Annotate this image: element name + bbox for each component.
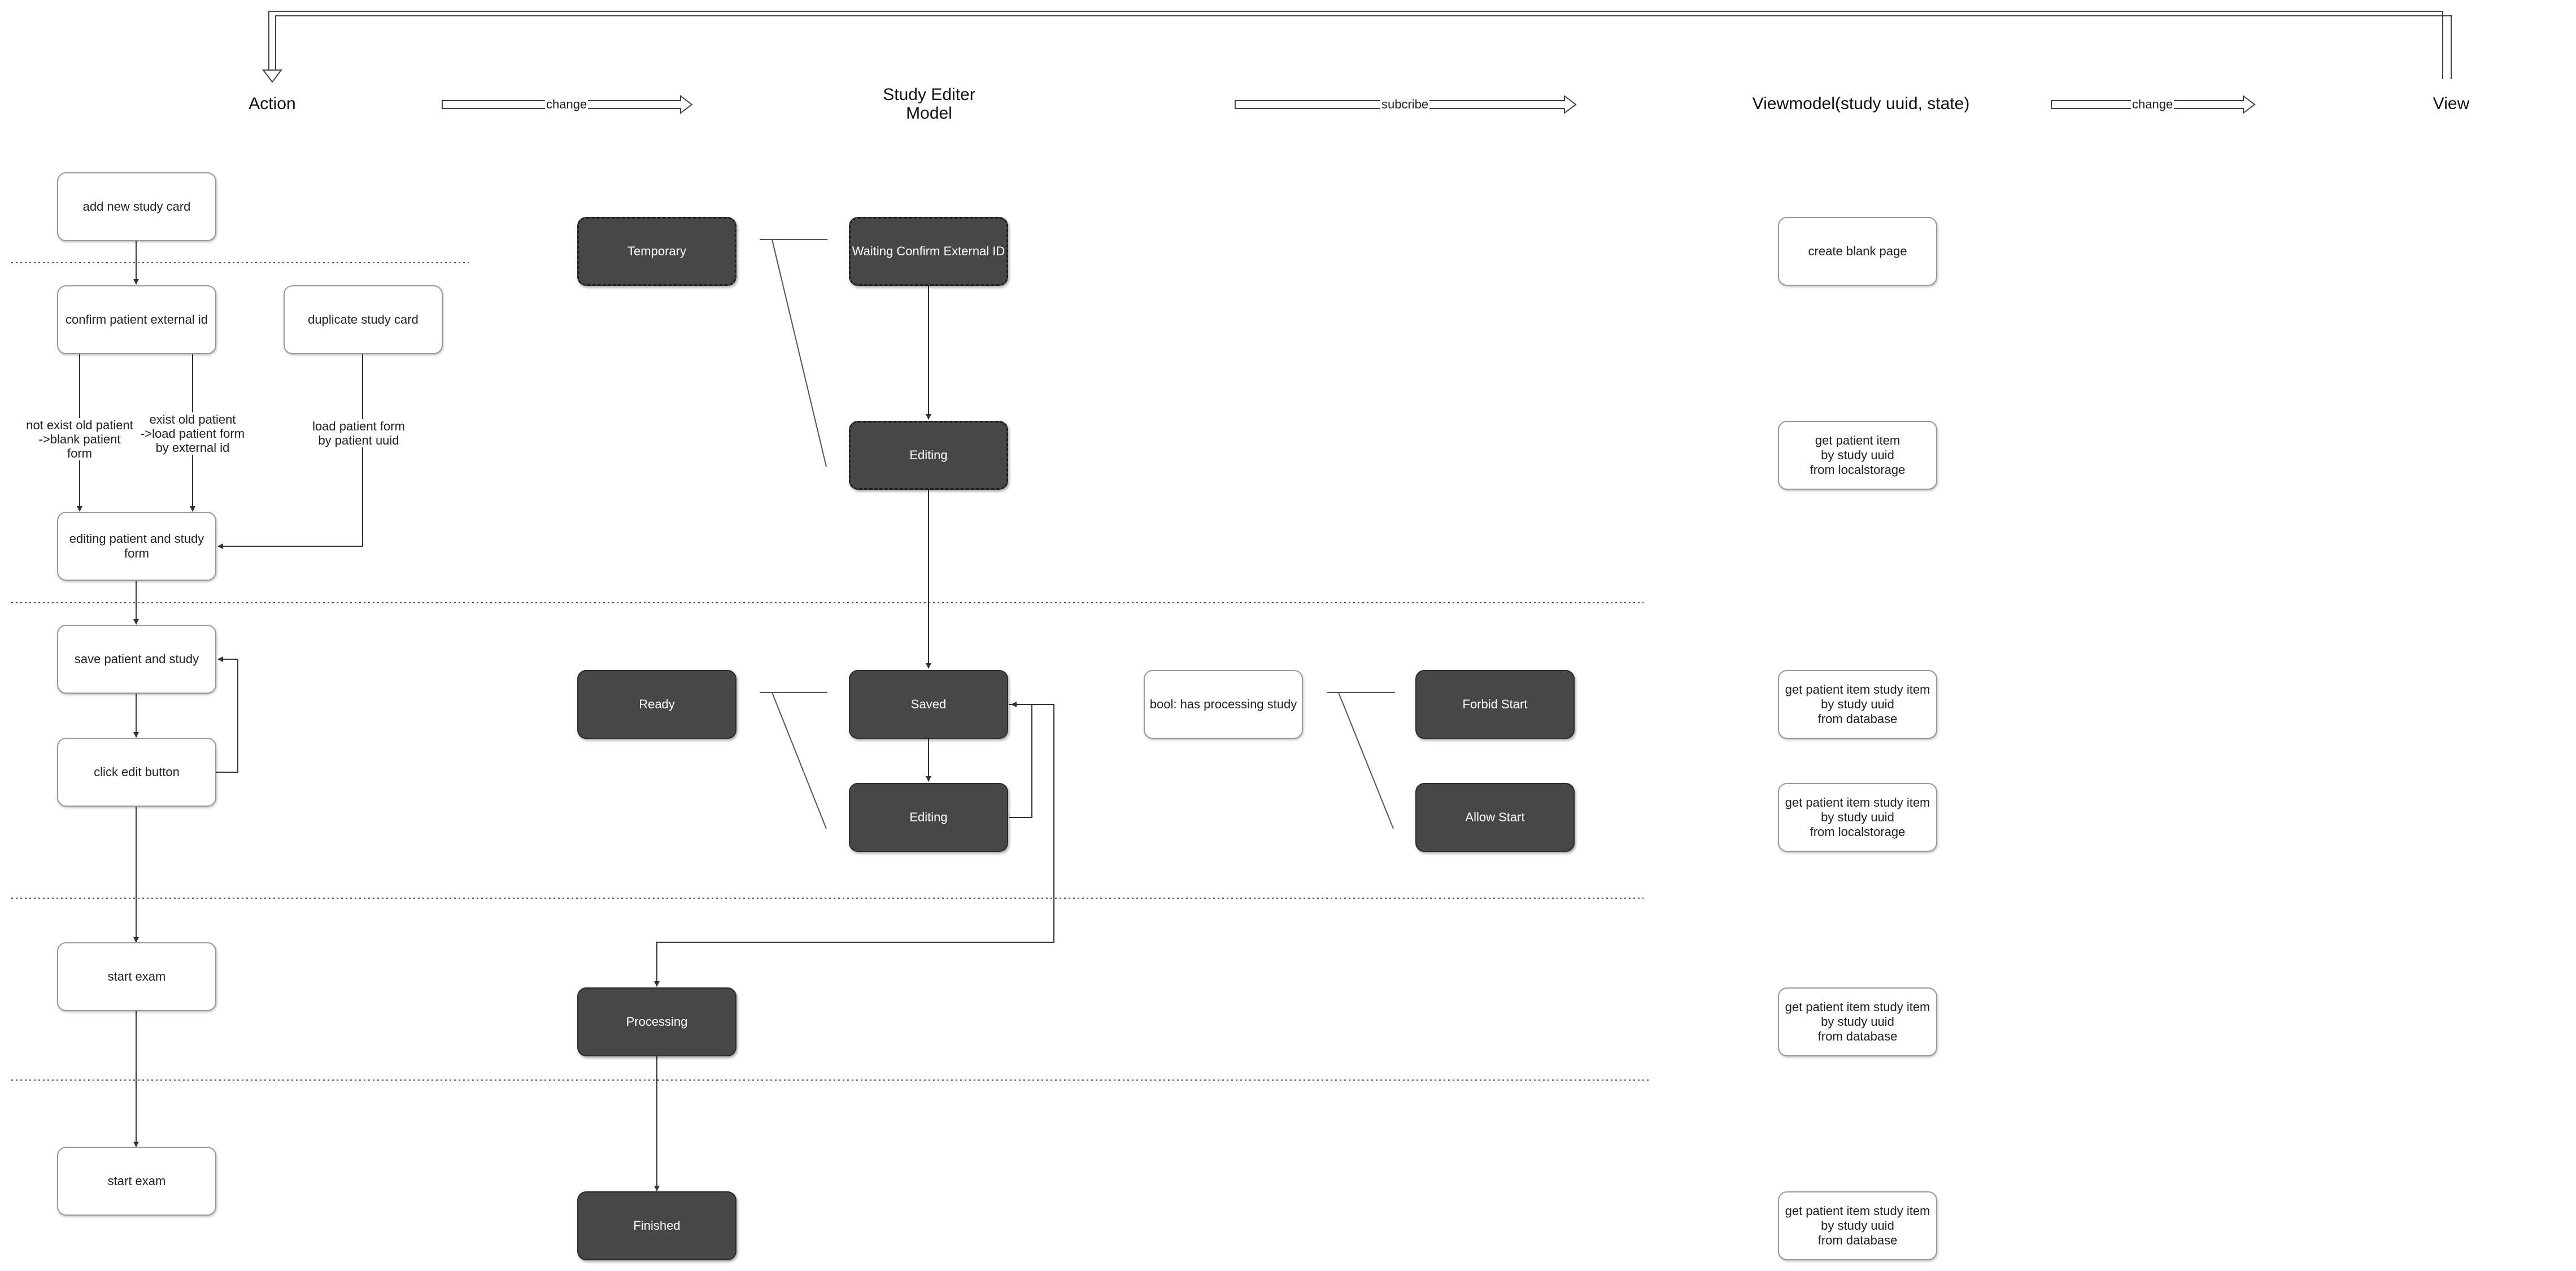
state-saved: Saved [849,670,1008,739]
save-patient-and-study-node[interactable]: save patient and study [57,625,216,694]
add-new-study-card-node[interactable]: add new study card [57,172,216,241]
edge-label-not-exist-old-patient: not exist old patient ->blank patient fo… [17,418,142,460]
viewmodel-study-from-database-saved: get patient item study item by study uui… [1778,670,1937,739]
forbid-start-node: Forbid Start [1415,670,1575,739]
state-waiting-confirm-external-id: Waiting Confirm External ID [849,217,1008,286]
viewmodel-study-from-localstorage: get patient item study item by study uui… [1778,783,1937,852]
duplicate-study-card-node[interactable]: duplicate study card [284,285,443,354]
confirm-patient-external-id-node[interactable]: confirm patient external id [57,285,216,354]
state-editing-saved: Editing [849,783,1008,852]
subscribe-arrow-label: subcribe [1380,97,1430,111]
change-arrow-label-1: change [545,97,589,111]
viewmodel-study-from-database-processing: get patient item study item by study uui… [1778,987,1937,1056]
view-to-action-arrow [261,11,2452,83]
change-arrow-label-2: change [2131,97,2174,111]
editing-patient-and-study-form-node[interactable]: editing patient and study form [57,512,216,581]
bool-has-processing-study-node: bool: has processing study [1144,670,1303,739]
model-edges [654,285,1054,1191]
viewmodel-create-blank-page: create blank page [1778,217,1937,286]
click-edit-button-node[interactable]: click edit button [57,738,216,807]
phase-separators [11,262,1649,1081]
column-header-model: Study Editer Model [883,85,975,123]
column-header-view: View [2433,94,2470,113]
viewmodel-study-from-database-finished: get patient item study item by study uui… [1778,1191,1937,1260]
action-edges [77,241,363,1147]
allow-start-node: Allow Start [1415,783,1575,852]
column-header-viewmodel: Viewmodel(study uuid, state) [1752,94,1970,113]
column-header-action: Action [249,94,296,113]
state-editing-initial: Editing [849,421,1008,490]
state-temporary: Temporary [577,217,736,286]
viewmodel-patient-from-localstorage: get patient item by study uuid from loca… [1778,421,1937,490]
start-exam-node-1[interactable]: start exam [57,942,216,1011]
edge-label-exist-old-patient: exist old patient ->load patient form by… [136,412,250,455]
state-ready: Ready [577,670,736,739]
start-exam-node-2[interactable]: start exam [57,1147,216,1216]
edge-label-load-by-patient-uuid: load patient form by patient uuid [302,419,415,447]
state-processing: Processing [577,987,736,1056]
group-brackets [760,239,1395,829]
state-finished: Finished [577,1191,736,1260]
